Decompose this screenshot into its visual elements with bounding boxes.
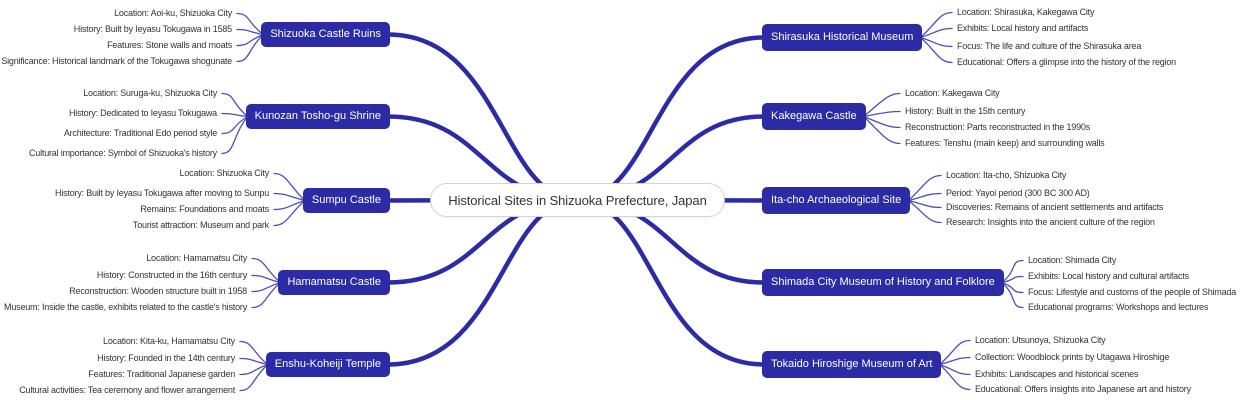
leaf-text: Features: Stone walls and moats	[107, 40, 232, 50]
leaf-text: Location: Kakegawa City	[905, 88, 1000, 98]
leaf-edge	[907, 199, 942, 209]
leaf-text: Period: Yayoi period (300 BC 300 AD)	[946, 188, 1090, 198]
leaf-text: History: Built by Ieyasu Tokugawa after …	[55, 188, 269, 198]
leaf-text: History: Constructed in the 16th century	[96, 270, 247, 280]
leaf-edge	[1001, 281, 1024, 294]
leaf-text: Location: Shirasuka, Kakegawa City	[957, 7, 1095, 17]
leaf-text: Location: Hamamatsu City	[146, 253, 247, 263]
leaf-text: Reconstruction: Parts reconstructed in t…	[905, 122, 1091, 132]
leaf-edge	[236, 33, 264, 63]
leaf-edge	[919, 11, 953, 39]
leaf-edge	[919, 36, 953, 64]
node-shirasuka-historical-museum[interactable]: Shirasuka Historical Museum	[762, 24, 923, 51]
leaf-edge	[221, 115, 249, 135]
node-tokaido-hiroshige-museum[interactable]: Tokaido Hiroshige Museum of Art	[762, 351, 942, 378]
leaf-text: Educational programs: Workshops and lect…	[1028, 302, 1209, 312]
leaf-text: Cultural importance: Symbol of Shizuoka'…	[28, 148, 217, 158]
leaf-edge	[239, 363, 269, 376]
node-ita-cho-archaeological-site[interactable]: Ita-cho Archaeological Site	[762, 187, 911, 214]
leaf-edge	[239, 363, 269, 392]
leaf-text: Research: Insights into the ancient cult…	[946, 217, 1155, 227]
leaf-text: Location: Shizuoka City	[179, 168, 270, 178]
leaf-text: Architecture: Traditional Edo period sty…	[63, 128, 217, 138]
leaf-text: Collection: Woodblock prints by Utagawa …	[975, 352, 1170, 362]
leaf-text: Focus: The life and culture of the Shira…	[957, 41, 1142, 51]
node-kakegawa-castle[interactable]: Kakegawa Castle	[762, 103, 866, 130]
leaf-text: Museum: Inside the castle, exhibits rela…	[4, 302, 247, 312]
leaf-edge	[273, 199, 306, 227]
leaf-text: Features: Tenshu (main keep) and surroun…	[905, 138, 1105, 148]
leaf-text: Reconstruction: Wooden structure built i…	[69, 286, 247, 296]
leaf-text: History: Dedicated to Ieyasu Tokugawa	[68, 108, 217, 118]
leaf-edge	[236, 12, 264, 36]
node-shizuoka-castle-ruins[interactable]: Shizuoka Castle Ruins	[261, 22, 390, 47]
leaf-edge	[862, 110, 901, 118]
leaf-text: Significance: Historical landmark of the…	[1, 56, 232, 66]
leaf-text: Educational: Offers a glimpse into the h…	[957, 57, 1176, 67]
leaf-edge	[919, 27, 953, 39]
leaf-edge	[1001, 259, 1024, 284]
leaf-edge	[273, 199, 306, 211]
leaf-edge	[221, 115, 249, 155]
leaf-edge	[938, 363, 971, 376]
leaf-edge	[221, 92, 249, 118]
branch-edge	[385, 197, 580, 367]
leaf-text: Remains: Foundations and moats	[140, 204, 269, 214]
leaf-edge	[862, 115, 901, 129]
leaf-text: Location: Utsunoya, Shizuoka City	[975, 335, 1106, 345]
leaf-edge	[1001, 275, 1024, 284]
leaf-text: Discoveries: Remains of ancient settleme…	[946, 202, 1164, 212]
leaf-text: Exhibits: Landscapes and historical scen…	[975, 369, 1139, 379]
leaf-edge	[239, 340, 269, 366]
leaf-text: History: Built by Ieyasu Tokugawa in 158…	[73, 24, 232, 34]
leaf-edge	[273, 172, 306, 202]
leaf-text: History: Founded in the 14th century	[97, 353, 235, 363]
leaf-text: History: Built in the 15th century	[905, 106, 1026, 116]
leaf-text: Location: Shimada City	[1028, 255, 1117, 265]
leaf-edge	[938, 363, 971, 391]
leaf-edge	[938, 356, 971, 366]
leaf-edge	[236, 33, 264, 47]
leaf-text: Location: Kita-ku, Hamamatsu City	[103, 336, 235, 346]
leaf-edge	[862, 115, 901, 145]
leaf-edge	[1001, 281, 1024, 309]
leaf-edge	[862, 92, 901, 118]
node-sumpu-castle[interactable]: Sumpu Castle	[302, 188, 390, 213]
leaf-text: Focus: Lifestyle and customs of the peop…	[1028, 287, 1237, 297]
leaf-text: Cultural activities: Tea ceremony and fl…	[19, 385, 235, 395]
node-enshu-koheiji-temple[interactable]: Enshu-Koheiji Temple	[265, 352, 390, 377]
node-hamamatsu-castle[interactable]: Hamamatsu Castle	[278, 270, 390, 295]
leaf-edge	[251, 281, 282, 309]
leaf-edge	[273, 192, 306, 202]
leaf-edge	[221, 112, 249, 118]
leaf-edge	[938, 339, 971, 366]
leaf-edge	[251, 281, 282, 293]
node-kunozan-tosho-gu-shrine[interactable]: Kunozan Tosho-gu Shrine	[245, 104, 390, 129]
branch-edge	[575, 197, 767, 367]
leaf-edge	[919, 36, 953, 48]
leaf-edge	[239, 357, 269, 366]
leaf-edge	[236, 28, 264, 36]
leaf-edge	[251, 257, 282, 284]
leaf-text: Location: Suruga-ku, Shizuoka City	[83, 88, 217, 98]
leaf-text: Features: Traditional Japanese garden	[88, 369, 235, 379]
leaf-text: Tourist attraction: Museum and park	[132, 220, 269, 230]
leaf-text: Location: Aoi-ku, Shizuoka City	[114, 8, 232, 18]
central-node[interactable]: Historical Sites in Shizuoka Prefecture,…	[430, 183, 725, 217]
leaf-text: Exhibits: Local history and cultural art…	[1028, 271, 1189, 281]
leaf-edge	[907, 199, 942, 224]
leaf-edge	[907, 192, 942, 202]
node-shimada-city-museum[interactable]: Shimada City Museum of History and Folkl…	[762, 269, 1004, 296]
leaf-edge	[907, 174, 942, 202]
leaf-edge	[251, 274, 282, 284]
leaf-text: Location: Ita-cho, Shizuoka City	[946, 170, 1067, 180]
leaf-text: Exhibits: Local history and artifacts	[957, 23, 1089, 33]
leaf-text: Educational: Offers insights into Japane…	[975, 384, 1191, 394]
